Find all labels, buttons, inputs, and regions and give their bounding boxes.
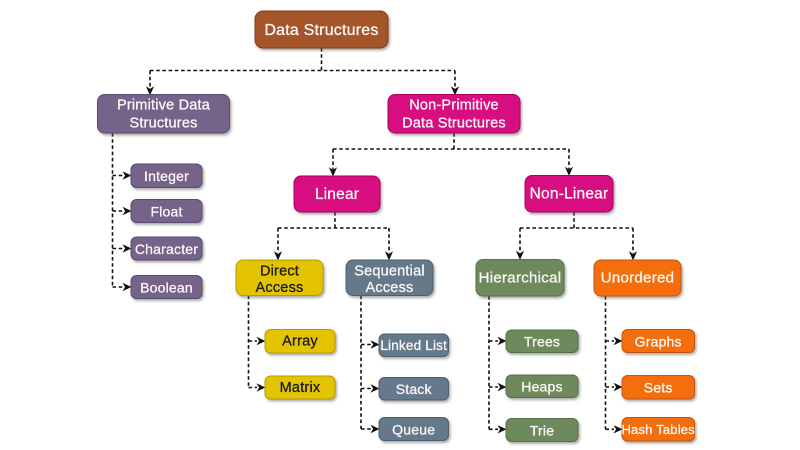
svg-text:Data Structures: Data Structures: [402, 116, 506, 132]
svg-text:Primitive Data: Primitive Data: [117, 98, 211, 114]
svg-text:Stack: Stack: [396, 381, 433, 397]
svg-text:Non-Primitive: Non-Primitive: [409, 98, 499, 114]
svg-text:Hash Tables: Hash Tables: [621, 422, 695, 437]
svg-text:Structures: Structures: [129, 116, 197, 132]
svg-text:Character: Character: [135, 241, 198, 257]
svg-text:Float: Float: [150, 204, 182, 220]
svg-text:Sets: Sets: [644, 380, 673, 396]
svg-text:Array: Array: [282, 334, 318, 350]
svg-text:Data Structures: Data Structures: [264, 22, 378, 39]
svg-text:Heaps: Heaps: [521, 379, 562, 395]
svg-text:Boolean: Boolean: [140, 280, 193, 296]
svg-text:Graphs: Graphs: [635, 334, 682, 350]
svg-text:Direct: Direct: [260, 264, 299, 280]
svg-text:Integer: Integer: [144, 168, 189, 184]
svg-text:Access: Access: [366, 280, 414, 296]
svg-text:Hierarchical: Hierarchical: [479, 270, 562, 287]
svg-text:Access: Access: [256, 280, 304, 296]
svg-text:Matrix: Matrix: [280, 380, 321, 396]
svg-text:Queue: Queue: [392, 422, 435, 438]
svg-text:Linked List: Linked List: [380, 338, 447, 353]
svg-text:Trie: Trie: [530, 423, 554, 439]
svg-text:Linear: Linear: [315, 186, 359, 203]
svg-text:Sequential: Sequential: [354, 264, 425, 280]
svg-text:Non-Linear: Non-Linear: [530, 186, 609, 203]
svg-text:Trees: Trees: [524, 334, 560, 350]
svg-text:Unordered: Unordered: [601, 270, 675, 287]
